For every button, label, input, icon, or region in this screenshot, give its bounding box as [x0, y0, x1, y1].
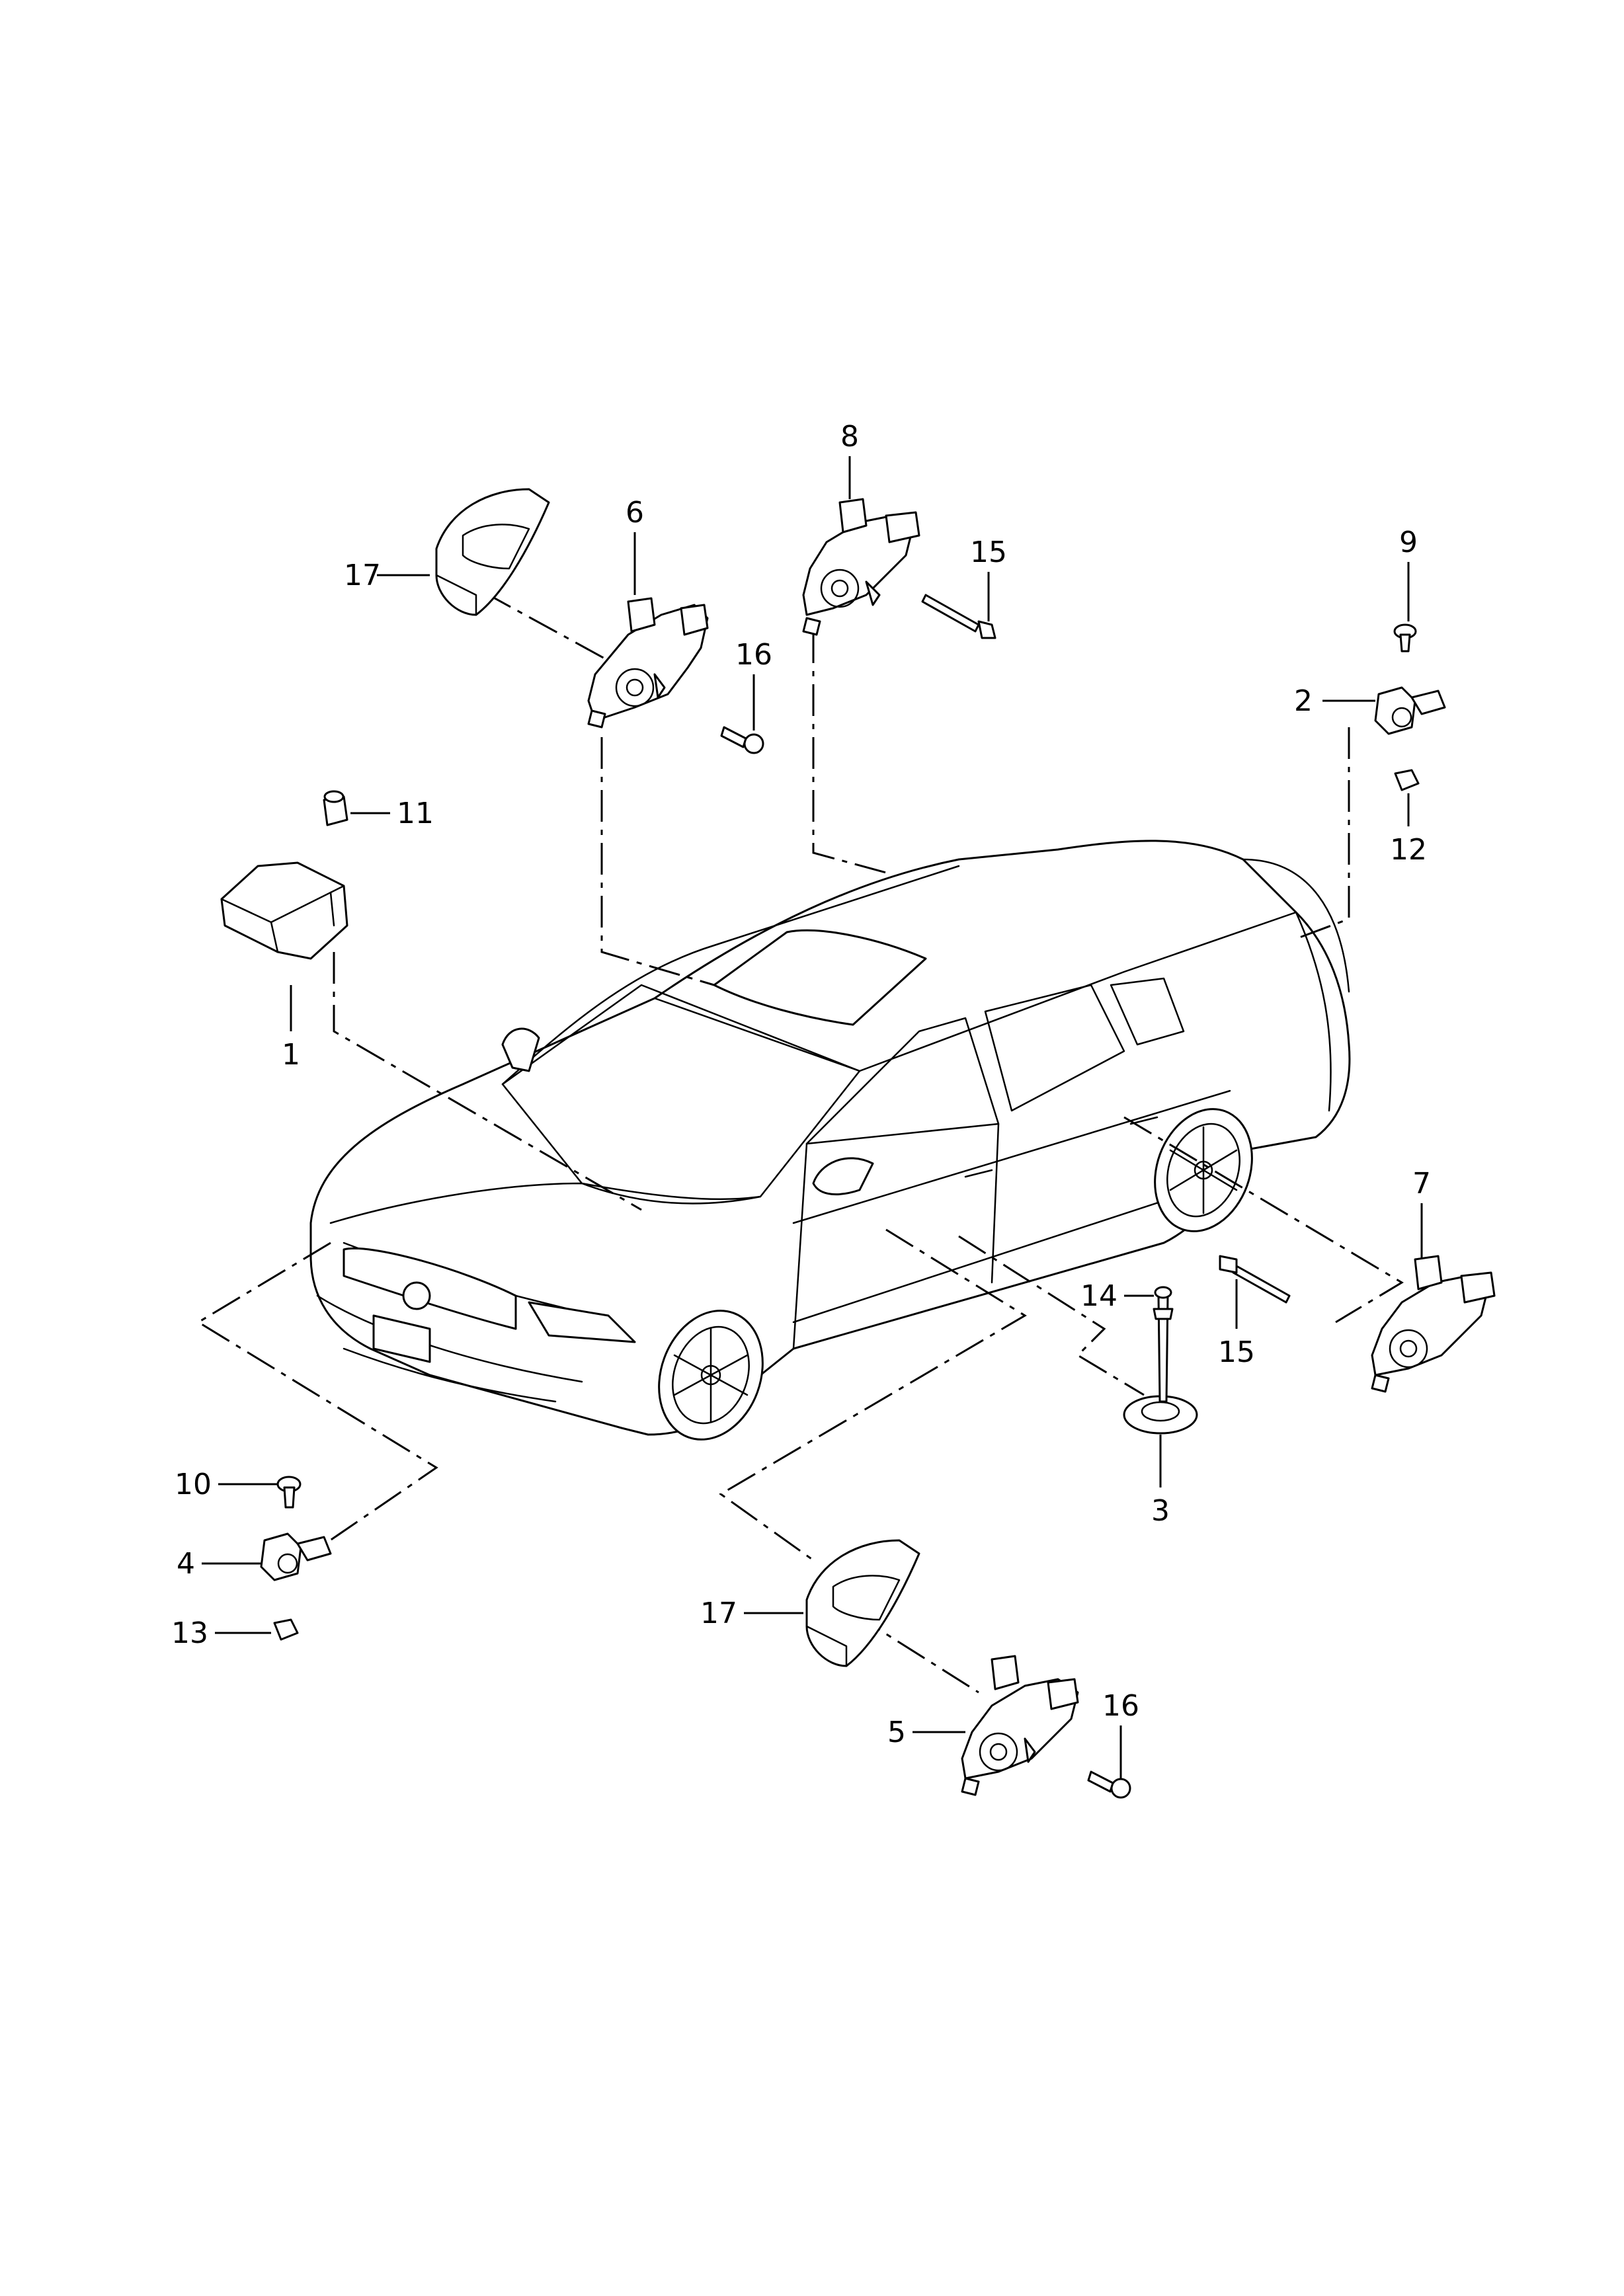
part-2-sensor	[1374, 686, 1446, 735]
callout-2: 2	[1294, 684, 1313, 718]
part-11-nut	[323, 790, 348, 826]
callout-6: 6	[626, 496, 644, 530]
part-13-nut	[273, 1618, 299, 1641]
part-16-screw-lower	[1087, 1770, 1131, 1799]
callout-3: 3	[1151, 1494, 1170, 1528]
callout-17-upper: 17	[344, 559, 381, 592]
callout-8: 8	[840, 420, 859, 454]
part-17-cover-upper	[435, 488, 550, 616]
part-16-screw-upper	[720, 726, 764, 754]
part-12-nut	[1394, 769, 1420, 791]
callout-10: 10	[175, 1468, 212, 1501]
callout-9: 9	[1399, 526, 1418, 559]
part-14-rivet	[1153, 1286, 1174, 1403]
part-5-window-motor	[961, 1655, 1079, 1796]
assignment-lines	[196, 590, 1404, 1694]
callout-7: 7	[1412, 1167, 1431, 1201]
callout-16-upper: 16	[735, 638, 772, 672]
callout-5: 5	[887, 1716, 906, 1749]
part-4-sensor	[260, 1532, 332, 1581]
callout-labels: 1 11 17 6 16 8 15 9 2 12 7 15 14 3 10 4 …	[171, 420, 1431, 1749]
callout-15-upper: 15	[970, 535, 1007, 569]
car-illustration	[309, 840, 1351, 1441]
part-9-bolt	[1393, 623, 1417, 653]
callout-13: 13	[171, 1616, 208, 1650]
callout-17-lower: 17	[700, 1597, 737, 1630]
callout-1: 1	[282, 1038, 300, 1072]
callout-15-lower: 15	[1218, 1335, 1255, 1369]
callout-11: 11	[397, 797, 434, 830]
callout-12: 12	[1390, 833, 1427, 867]
callout-4: 4	[177, 1547, 195, 1581]
part-7-window-motor	[1371, 1255, 1496, 1393]
part-1-control-unit	[220, 861, 348, 960]
callout-16-lower: 16	[1102, 1689, 1139, 1723]
part-6-window-motor	[587, 597, 709, 729]
part-17-cover-lower	[805, 1539, 920, 1667]
leader-lines	[202, 456, 1423, 1778]
part-3-grommet	[1123, 1395, 1198, 1435]
part-15-bolt-lower	[1219, 1255, 1291, 1304]
part-8-window-motor	[802, 498, 920, 636]
part-10-bolt	[276, 1476, 302, 1509]
part-15-bolt-upper	[921, 594, 996, 639]
callout-14: 14	[1080, 1279, 1117, 1313]
